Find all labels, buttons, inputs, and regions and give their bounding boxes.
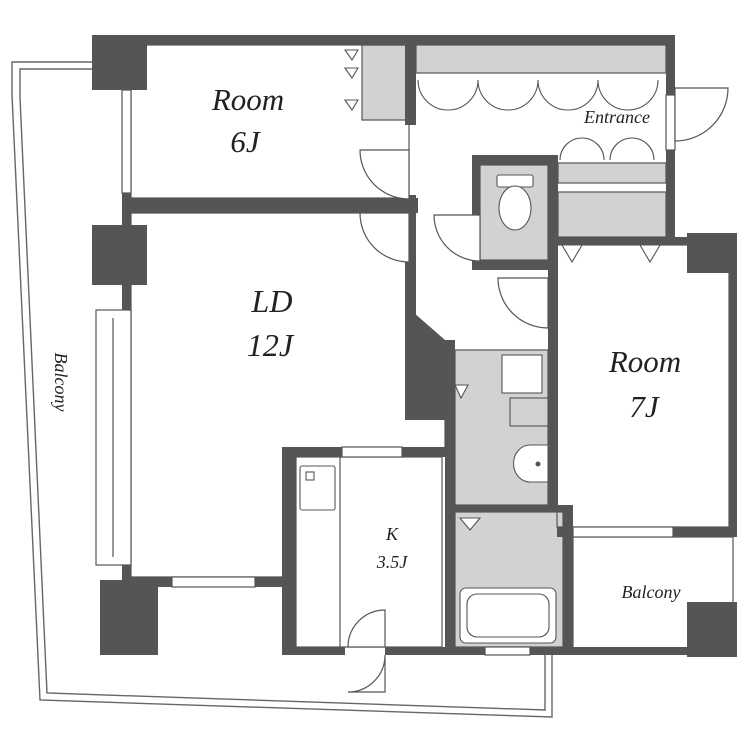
closet-marks bbox=[343, 49, 661, 531]
room6-closet bbox=[361, 44, 409, 121]
washing-machine bbox=[501, 354, 543, 394]
ld-size: 12J bbox=[247, 327, 295, 363]
room6-size: 6J bbox=[230, 124, 261, 159]
window-kitchen bbox=[341, 446, 403, 458]
room7-size: 7J bbox=[629, 389, 660, 424]
ld-name: LD bbox=[251, 283, 293, 319]
sink bbox=[513, 444, 549, 483]
entrance-label: Entrance bbox=[583, 107, 650, 127]
window-ld-bottom bbox=[171, 576, 256, 588]
window-bath bbox=[484, 646, 531, 656]
fridge bbox=[299, 465, 336, 511]
kitchen-name: K bbox=[385, 524, 399, 544]
room7-closet bbox=[557, 191, 667, 238]
kitchen-size: 3.5J bbox=[376, 552, 409, 572]
cabinet-arcs bbox=[417, 79, 659, 161]
entrance-shelf-bottom bbox=[557, 162, 667, 184]
window-room6 bbox=[121, 89, 132, 194]
doors bbox=[347, 87, 729, 693]
room6-name: Room bbox=[211, 82, 284, 117]
labels: Room 6J Entrance LD 12J Room 7J K 3.5J B… bbox=[51, 82, 681, 602]
entrance-shoe-shelf-top bbox=[415, 44, 667, 74]
toilet-bowl bbox=[498, 185, 532, 231]
balcony-se-label: Balcony bbox=[622, 582, 681, 602]
window-room7 bbox=[572, 526, 674, 538]
window-entrance bbox=[665, 94, 676, 151]
windows bbox=[95, 89, 676, 656]
fixtures bbox=[299, 174, 557, 644]
west-balcony bbox=[11, 61, 553, 718]
room7-name: Room bbox=[608, 344, 681, 379]
toilet-tank bbox=[496, 174, 534, 188]
balcony-west-label: Balcony bbox=[51, 353, 71, 412]
vanity bbox=[509, 397, 549, 427]
